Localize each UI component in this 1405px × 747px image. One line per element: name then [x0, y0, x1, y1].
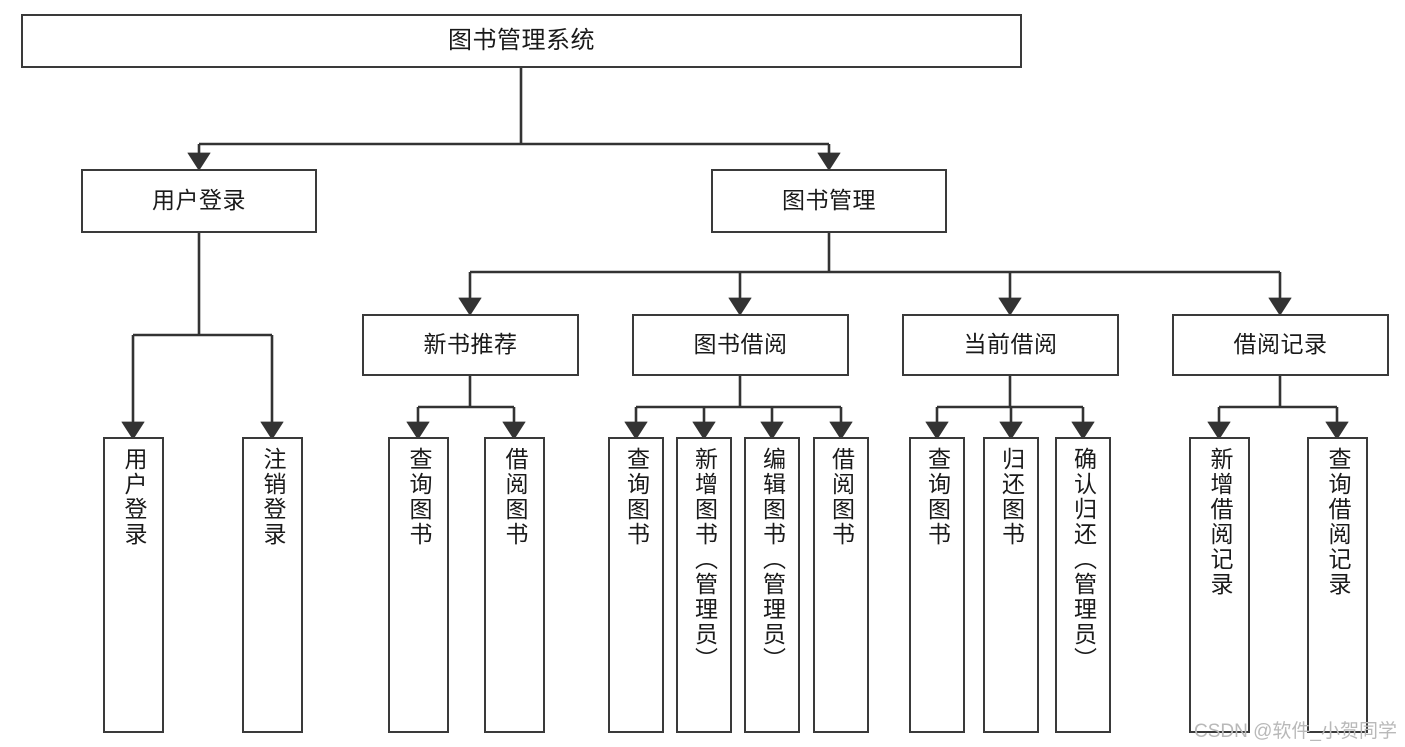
node-borrow-record-label: 借阅记录: [1233, 331, 1328, 358]
node-leaf-return-book-label: 归还图书: [998, 447, 1025, 547]
node-leaf-add-book[interactable]: 新增图书（管理员）: [676, 437, 732, 733]
node-leaf-query-book-1[interactable]: 查询图书: [388, 437, 449, 733]
node-leaf-add-record[interactable]: 新增借阅记录: [1189, 437, 1250, 733]
node-book-borrow-label: 图书借阅: [693, 331, 788, 358]
node-leaf-edit-book-label: 编辑图书（管理员）: [759, 447, 786, 672]
watermark-text: CSDN @软件_小贺同学: [1194, 721, 1397, 742]
node-book-borrow[interactable]: 图书借阅: [632, 314, 849, 376]
node-leaf-query-book-1-label: 查询图书: [406, 447, 432, 547]
node-leaf-query-book-3[interactable]: 查询图书: [909, 437, 965, 733]
node-user-login-label: 用户登录: [152, 187, 246, 214]
node-current-borrow[interactable]: 当前借阅: [902, 314, 1119, 376]
node-leaf-user-login-label: 用户登录: [121, 447, 147, 547]
node-leaf-add-book-label: 新增图书（管理员）: [691, 447, 718, 672]
node-user-login[interactable]: 用户登录: [81, 169, 317, 233]
node-leaf-add-record-label: 新增借阅记录: [1207, 447, 1233, 597]
node-root-label: 图书管理系统: [448, 26, 595, 54]
node-borrow-record[interactable]: 借阅记录: [1172, 314, 1389, 376]
node-leaf-confirm-return[interactable]: 确认归还（管理员）: [1055, 437, 1111, 733]
node-root[interactable]: 图书管理系统: [21, 14, 1022, 68]
node-current-borrow-label: 当前借阅: [963, 331, 1058, 358]
node-leaf-edit-book[interactable]: 编辑图书（管理员）: [744, 437, 800, 733]
node-leaf-logout[interactable]: 注销登录: [242, 437, 303, 733]
node-book-manage[interactable]: 图书管理: [711, 169, 947, 233]
node-leaf-query-record[interactable]: 查询借阅记录: [1307, 437, 1368, 733]
node-leaf-query-record-label: 查询借阅记录: [1325, 447, 1351, 597]
node-new-book-rec[interactable]: 新书推荐: [362, 314, 579, 376]
node-leaf-borrow-book-1[interactable]: 借阅图书: [484, 437, 545, 733]
node-leaf-query-book-2-label: 查询图书: [623, 447, 650, 547]
node-leaf-borrow-book-2-label: 借阅图书: [828, 447, 855, 547]
node-leaf-user-login[interactable]: 用户登录: [103, 437, 164, 733]
node-leaf-logout-label: 注销登录: [260, 447, 286, 547]
node-book-manage-label: 图书管理: [782, 187, 876, 214]
node-leaf-return-book[interactable]: 归还图书: [983, 437, 1039, 733]
node-leaf-query-book-2[interactable]: 查询图书: [608, 437, 664, 733]
node-leaf-confirm-return-label: 确认归还（管理员）: [1070, 447, 1097, 672]
node-new-book-rec-label: 新书推荐: [423, 331, 518, 358]
node-leaf-borrow-book-1-label: 借阅图书: [502, 447, 528, 547]
node-leaf-query-book-3-label: 查询图书: [924, 447, 951, 547]
node-leaf-borrow-book-2[interactable]: 借阅图书: [813, 437, 869, 733]
